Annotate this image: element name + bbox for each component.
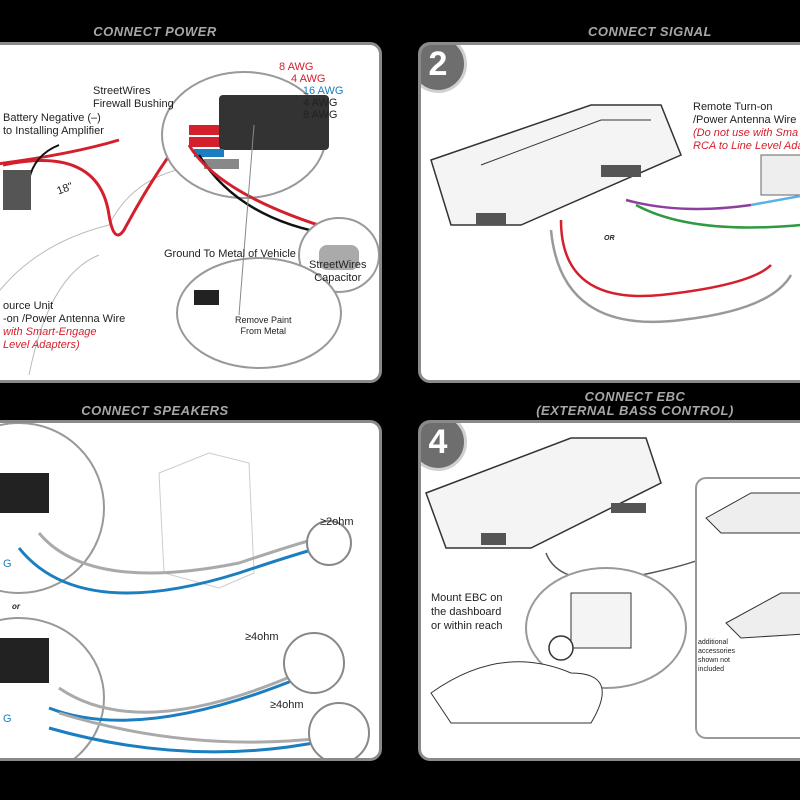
ebc-wiring-illustration bbox=[425, 437, 800, 739]
panel-connect-speakers: ≥2ohm ≥4ohm ≥4ohm or G G bbox=[0, 420, 382, 761]
source-label-line1: ource Unit bbox=[3, 300, 54, 312]
mount-label-line1: Mount EBC on bbox=[431, 592, 503, 604]
section-title-power: CONNECT POWER bbox=[93, 24, 217, 39]
or-label: OR bbox=[604, 235, 615, 242]
gauge-4awg-red: 4 AWG bbox=[291, 73, 326, 85]
section-title-speakers: CONNECT SPEAKERS bbox=[81, 403, 229, 418]
source-note-line1: with Smart-Engage bbox=[3, 326, 97, 338]
mount-ebc-label: Mount EBC on the dashboard or within reach bbox=[431, 591, 503, 633]
accessories-line1: additional bbox=[698, 639, 728, 646]
gauge-label-bottom: G bbox=[3, 713, 12, 725]
remote-label: Remote Turn-on/Power Antenna Wire(Do not… bbox=[693, 101, 800, 153]
power-wiring-illustration bbox=[0, 71, 379, 376]
section-title-ebc-line2: (EXTERNAL BASS CONTROL) bbox=[536, 403, 734, 418]
battery-label-line1: Battery Negative (–) bbox=[3, 112, 101, 124]
step-number-badge: 4 bbox=[421, 423, 467, 471]
bushing-label-line2: Firewall Bushing bbox=[93, 98, 174, 110]
remote-label-line2: /Power Antenna Wire bbox=[693, 114, 797, 126]
gauge-label-top: G bbox=[3, 558, 12, 570]
bushing-label-line1: StreetWires bbox=[93, 85, 151, 97]
signal-wiring-illustration bbox=[430, 104, 800, 324]
accessories-line2: accessories bbox=[698, 648, 735, 655]
battery-label: Battery Negative (–)to Installing Amplif… bbox=[3, 112, 104, 138]
accessories-line3: shown not bbox=[698, 657, 730, 664]
source-label-line2: -on /Power Antenna Wire bbox=[3, 313, 126, 325]
capacitor-label-line2: Capacitor bbox=[314, 272, 362, 284]
speaker-wiring-illustration bbox=[0, 423, 370, 758]
mount-label-line2: the dashboard bbox=[431, 606, 502, 618]
remote-note-line1: (Do not use with Sma bbox=[693, 127, 799, 139]
paint-label-line1: Remove Paint bbox=[235, 315, 292, 325]
mount-label-line3: or within reach bbox=[431, 620, 503, 632]
gauge-labels: 8 AWG 4 AWG 16 AWG 4 AWG 8 AWG bbox=[279, 61, 343, 121]
remote-label-line1: Remote Turn-on bbox=[693, 101, 773, 113]
ground-label: Ground To Metal of Vehicle bbox=[164, 248, 296, 260]
section-title-signal: CONNECT SIGNAL bbox=[588, 24, 712, 39]
accessories-line4: included bbox=[698, 666, 725, 673]
ohm-4-label-b: ≥4ohm bbox=[270, 699, 304, 711]
or-label: or bbox=[12, 602, 20, 611]
gauge-8awg-black: 8 AWG bbox=[303, 109, 338, 121]
section-title-ebc-line1: CONNECT EBC bbox=[584, 389, 686, 404]
gauge-8awg-red: 8 AWG bbox=[279, 61, 314, 73]
panel-connect-ebc: 4 Mount EBC on the dashboard or within rea… bbox=[418, 420, 800, 761]
panel-connect-signal: 2 Remote Turn-on/Power Antenna Wire(Do n… bbox=[418, 42, 800, 383]
remote-note-line2: RCA to Line Level Ada bbox=[693, 140, 800, 152]
ohm-4-label-a: ≥4ohm bbox=[245, 631, 279, 643]
paint-label-line2: From Metal bbox=[240, 326, 287, 336]
accessories-note: additional accessories shown not included bbox=[698, 638, 735, 674]
source-note-line2: Level Adapters) bbox=[3, 339, 80, 351]
section-title-ebc: CONNECT EBC (EXTERNAL BASS CONTROL) bbox=[520, 390, 750, 418]
battery-label-line2: to Installing Amplifier bbox=[3, 125, 104, 137]
gauge-4awg-black: 4 AWG bbox=[303, 97, 338, 109]
ohm-2-label: ≥2ohm bbox=[320, 516, 354, 528]
capacitor-label-line1: StreetWires bbox=[309, 259, 367, 271]
gauge-16awg: 16 AWG bbox=[302, 85, 344, 97]
